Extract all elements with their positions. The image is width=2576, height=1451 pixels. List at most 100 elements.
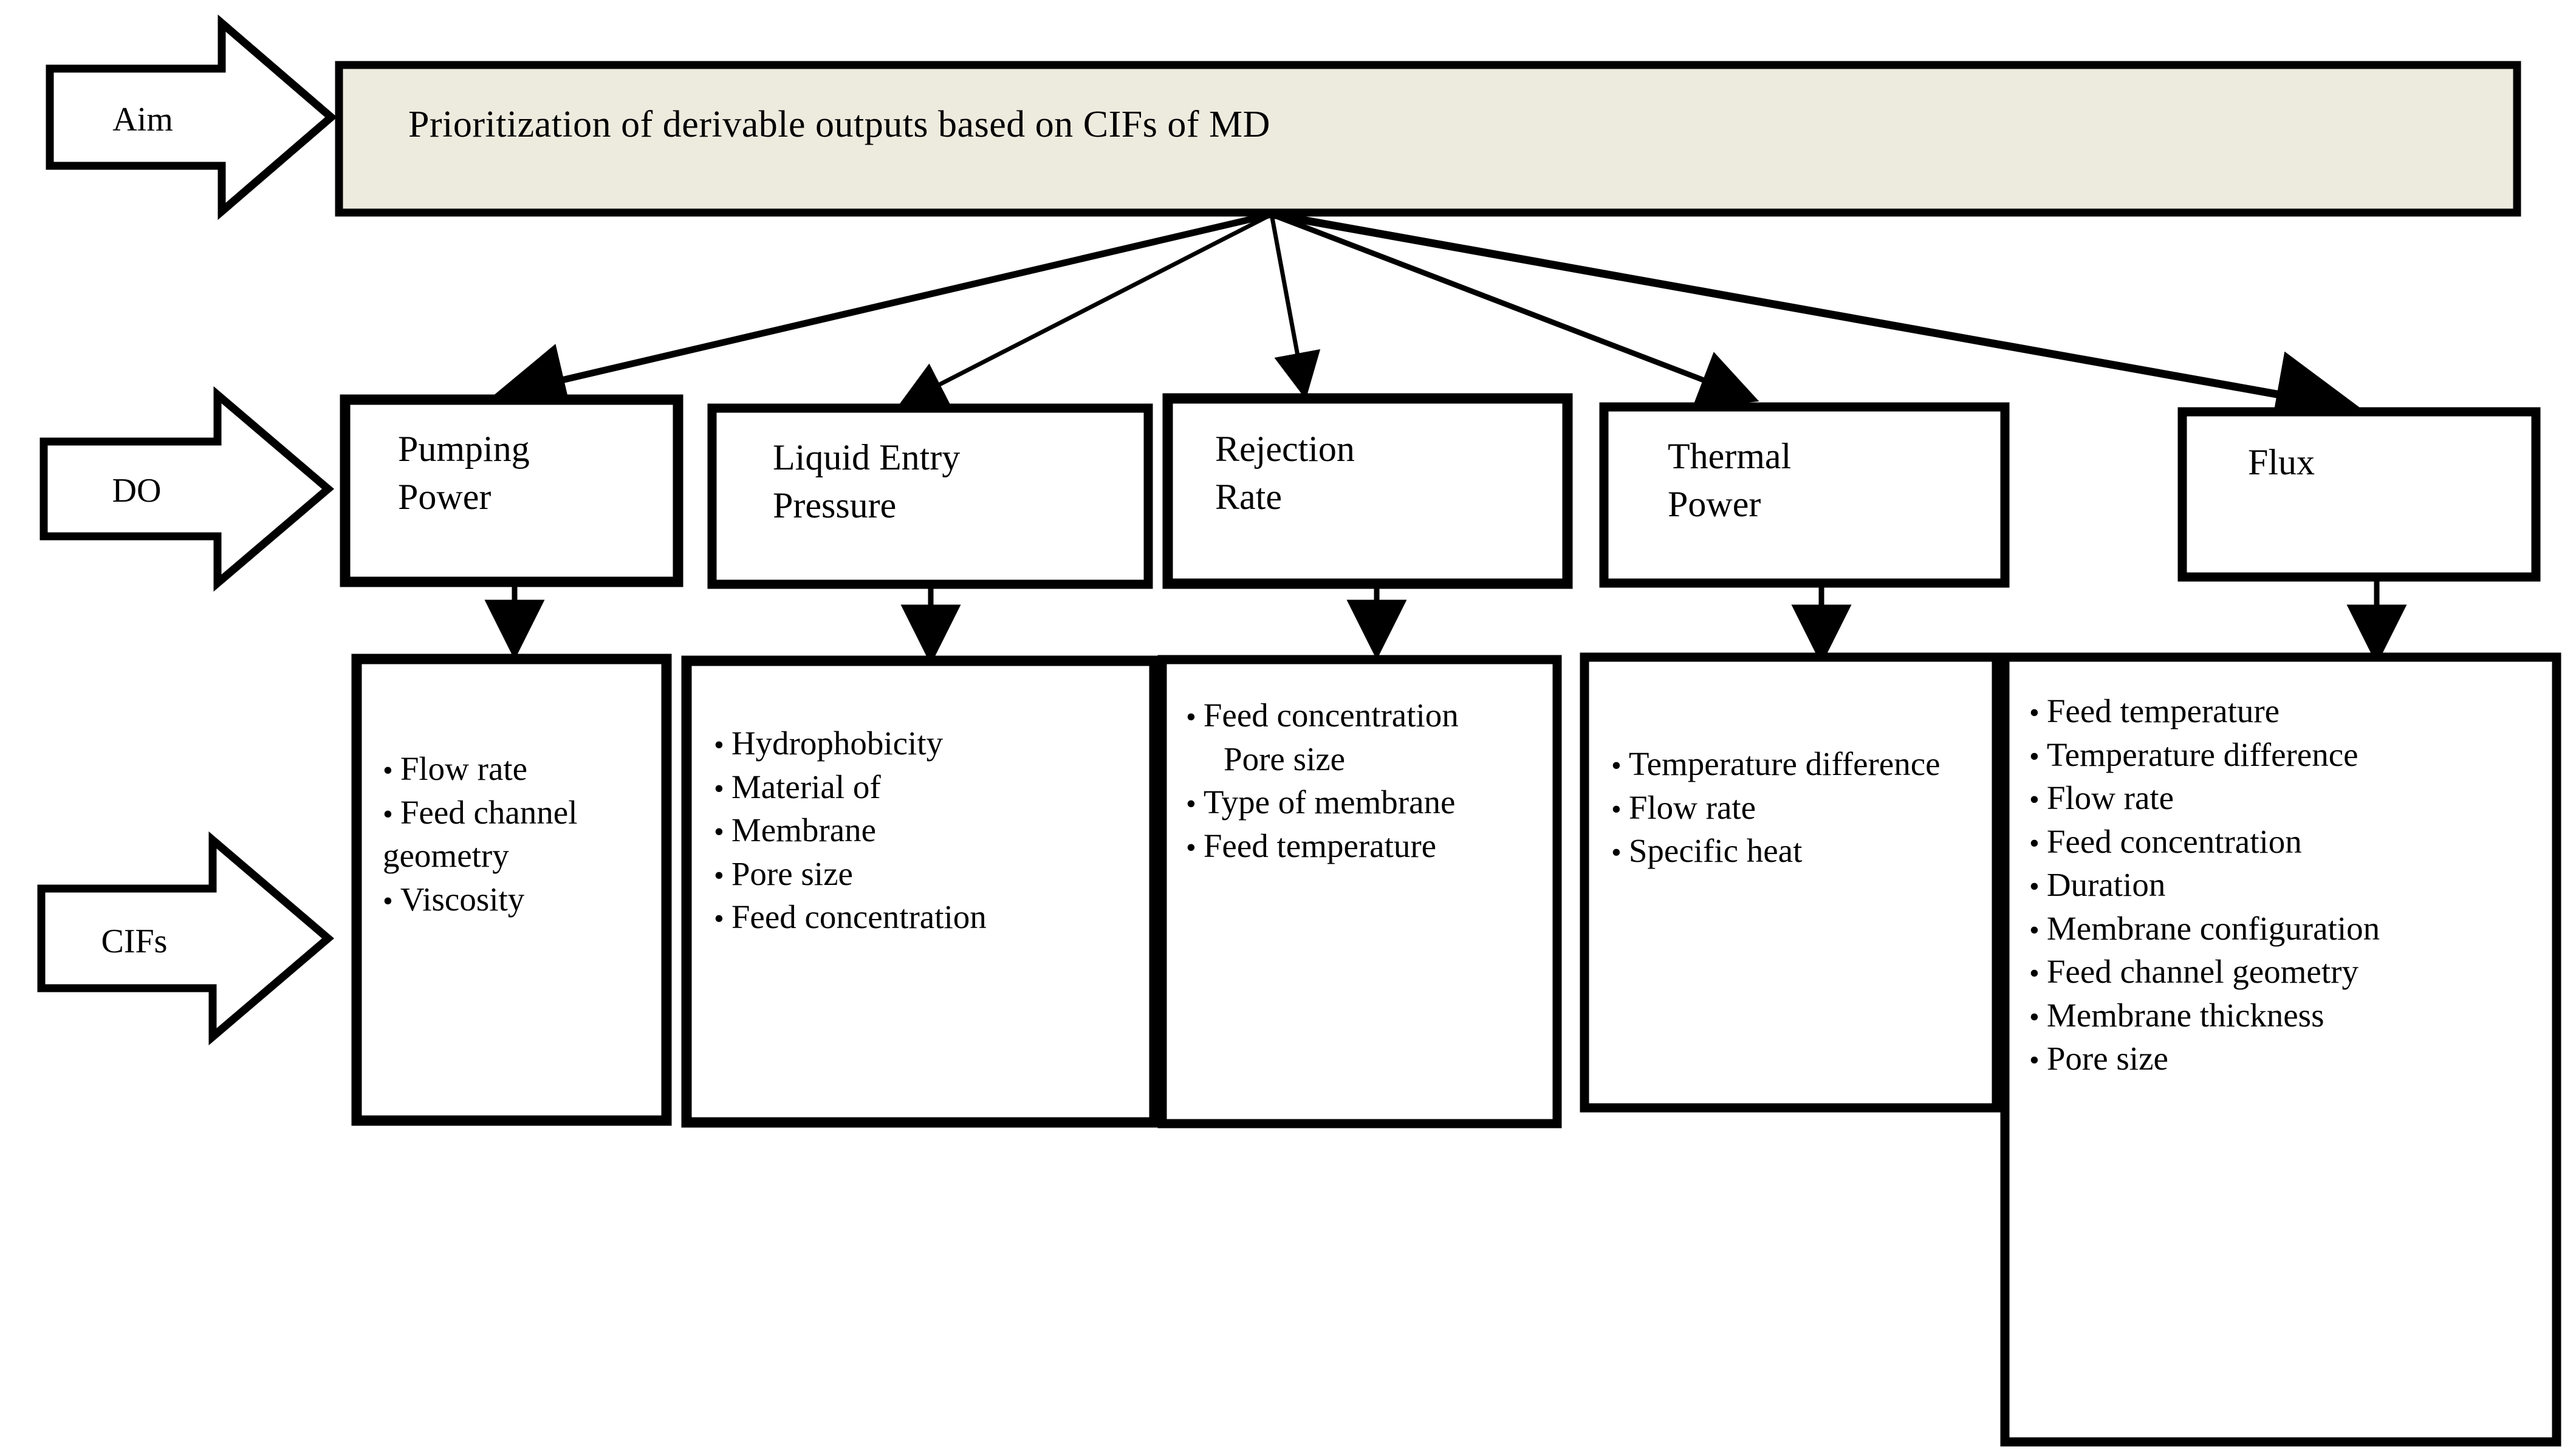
bullet-icon: • (2029, 740, 2047, 773)
cif-list-item-label: Hydrophobicity (731, 725, 944, 762)
cif-list-item: • Feed channel geometry (2029, 950, 2546, 994)
cif-list-item-label: Pore size (2046, 1040, 2168, 1077)
cif-list-item-label: Membrane configuration (2046, 909, 2380, 947)
cif-list-item: • Feed channel geometry (383, 791, 656, 878)
do-box-thermal-power (1599, 402, 2010, 588)
cif-list-item: Pore size (1186, 737, 1541, 781)
bullet-icon: • (2029, 784, 2047, 816)
cif-list-item: • Material of (714, 765, 1139, 809)
cif-list-item: • Membrane (714, 808, 1139, 852)
cif-list-liquid-entry-pressure: • Hydrophobicity• Material of• Membrane•… (714, 722, 1139, 939)
cif-list-item: • Temperature difference (2029, 733, 2546, 777)
cif-list-item-label: Feed temperature (1203, 827, 1437, 864)
cif-list-item: • Flow rate (383, 747, 656, 791)
connector-aim-to-rejection-rate (1269, 214, 1321, 400)
bullet-icon: • (383, 797, 400, 830)
bullet-icon: • (1186, 831, 1204, 864)
bullet-icon: • (714, 772, 731, 805)
bullet-icon: • (714, 903, 731, 935)
cif-list-item-label: Viscosity (400, 880, 525, 918)
cif-list-item: • Membrane configuration (2029, 907, 2546, 951)
bullet-icon: • (1611, 836, 1629, 869)
cif-list-item: • Flow rate (1611, 786, 1982, 830)
cif-list-item-label: Temperature difference (1628, 745, 1941, 782)
cif-list-item-label: Flow rate (2046, 779, 2174, 816)
do-tag-arrow (39, 386, 335, 592)
cif-list-item-label: Pore size (731, 855, 853, 892)
cif-list-item: • Pore size (714, 852, 1139, 896)
aim-title: Prioritization of derivable outputs base… (408, 104, 1270, 145)
cif-list-item-label: Feed concentration (1203, 697, 1459, 734)
cif-list-item-label: Type of membrane (1203, 784, 1456, 821)
do-box-rejection-rate (1162, 393, 1573, 589)
bullet-icon: • (383, 884, 400, 917)
bullet-icon: • (2029, 1044, 2047, 1076)
do-label-rejection-rate: Rejection Rate (1215, 429, 1355, 517)
bullet-icon: • (2029, 697, 2047, 729)
cif-list-item-label: Feed concentration (2046, 822, 2302, 860)
bullet-icon: • (2029, 1000, 2047, 1033)
cif-box-liquid-entry-pressure (681, 655, 1160, 1128)
bullet-icon: • (1186, 788, 1204, 820)
cif-box-thermal-power (1580, 652, 2001, 1113)
cif-list-item: • Flow rate (2029, 776, 2546, 820)
bullet-icon: • (2029, 913, 2047, 946)
do-label-flux: Flux (2248, 442, 2315, 482)
bullet-icon: • (2029, 827, 2047, 859)
cif-list-item: • Duration (2029, 863, 2546, 907)
cif-list-item-label: Feed channel geometry (2046, 953, 2358, 990)
cif-list-item: • Feed temperature (1186, 824, 1541, 868)
bullet-icon: • (714, 816, 731, 848)
do-label-pumping-power: Pumping Power (398, 429, 530, 517)
bullet-icon: • (2029, 870, 2047, 903)
cif-list-pumping-power: • Flow rate• Feed channel geometry• Visc… (383, 747, 656, 921)
cif-list-flux: • Feed temperature• Temperature differen… (2029, 689, 2546, 1081)
do-tag-label: DO (112, 472, 162, 510)
cif-list-item-label: Material of (731, 768, 881, 805)
do-box-pumping-power (340, 394, 683, 587)
cif-list-item-label: Feed channel geometry (383, 793, 586, 875)
cif-list-item: • Feed concentration (1186, 694, 1541, 737)
bullet-icon: • (1611, 749, 1629, 782)
cif-list-item: • Feed temperature (2029, 689, 2546, 733)
connector-aim-to-flux (1270, 210, 2363, 437)
cifs-tag-label: CIFs (101, 923, 168, 960)
connector-aim-to-pumping-power (492, 211, 1273, 415)
cif-list-item: • Hydrophobicity (714, 722, 1139, 765)
cif-list-item: • Feed concentration (714, 895, 1139, 939)
cif-list-item: • Specific heat (1611, 829, 1982, 873)
do-box-liquid-entry-pressure (707, 403, 1153, 589)
cif-list-item: • Membrane thickness (2029, 994, 2546, 1037)
bullet-icon: • (714, 859, 731, 892)
cif-box-rejection-rate (1157, 655, 1562, 1128)
aim-band (335, 61, 2521, 217)
cif-list-item-label: Temperature difference (2046, 736, 2358, 773)
cif-list-item-label: Feed concentration (731, 898, 987, 935)
bullet-icon: • (1611, 793, 1629, 825)
cif-list-item: • Feed concentration (2029, 820, 2546, 864)
bullet-icon: • (714, 729, 731, 761)
do-label-liquid-entry-pressure: Liquid Entry Pressure (773, 437, 961, 526)
cif-list-item-label: Duration (2046, 866, 2166, 903)
cif-list-item-label: Flow rate (400, 750, 528, 787)
cif-list-item-label: Specific heat (1628, 832, 1803, 869)
do-to-cif-connectors (484, 577, 2407, 665)
connector-aim-to-thermal-power (1270, 211, 1759, 408)
cif-list-item: • Pore size (2029, 1037, 2546, 1081)
cif-list-item: • Temperature difference (1611, 742, 1982, 786)
connector-aim-to-liquid-entry-pressure (898, 212, 1273, 406)
cif-box-pumping-power (351, 654, 672, 1126)
cif-list-item: • Viscosity (383, 878, 656, 921)
bullet-icon: • (1186, 701, 1204, 733)
cif-list-item-label: Pore size (1224, 740, 1346, 777)
aim-tag-label: Aim (112, 101, 173, 138)
cif-box-flux (2000, 652, 2561, 1447)
cif-list-item-label: Feed temperature (2046, 692, 2280, 729)
bullet-icon: • (2029, 957, 2047, 989)
bullet-icon: • (383, 754, 400, 787)
aim-tag-arrow (46, 14, 337, 220)
aim-to-do-connectors (492, 210, 2363, 437)
